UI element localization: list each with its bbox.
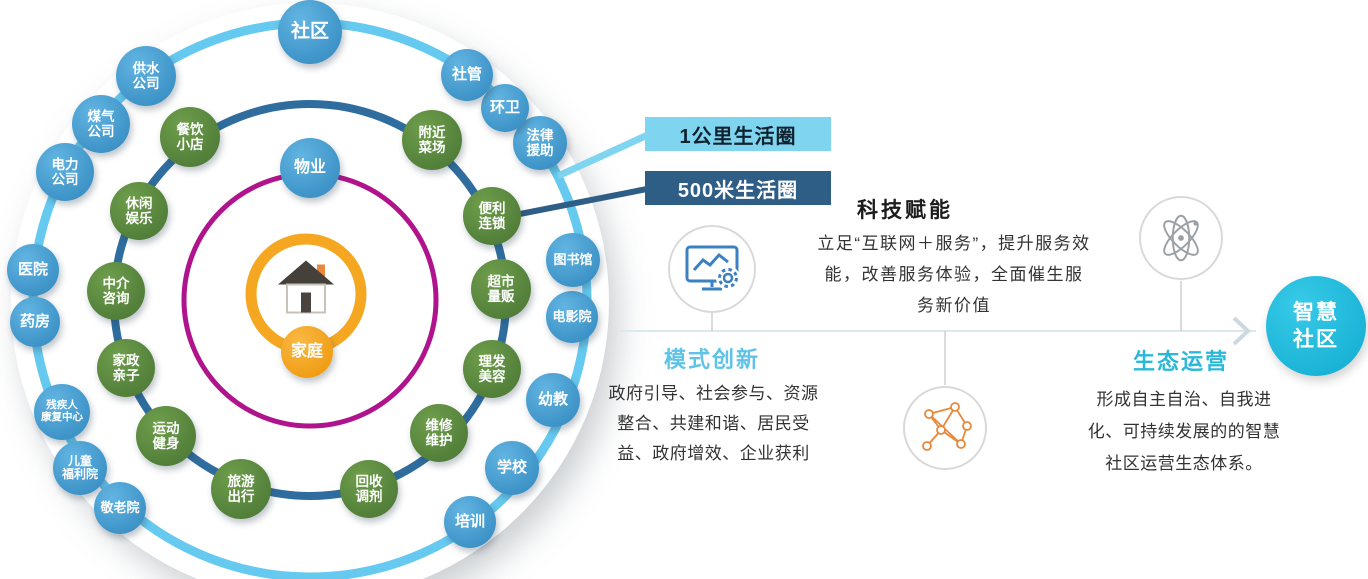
model-desc: 政府引导、社会参与、资源整合、共建和谐、居民受益、政府增效、企业获利 [608, 384, 819, 463]
neighborhood-service-node: 附近 菜场 [402, 110, 462, 170]
outer-service-node: 幼教 [526, 373, 580, 427]
neighborhood-service-node: 休闲 娱乐 [110, 182, 168, 240]
outer-service-node: 敬老院 [94, 482, 146, 534]
neighborhood-service-node: 回收 调剂 [340, 460, 398, 518]
neighborhood-service-node: 维修 维护 [410, 404, 468, 462]
neighborhood-service-node: 便利 连锁 [463, 187, 521, 245]
model-title: 模式创新 [663, 347, 760, 372]
neighborhood-service-node: 理发 美容 [463, 340, 521, 398]
neighborhood-service-node: 超市 量贩 [471, 259, 531, 319]
network-icon-circle [903, 386, 987, 470]
outer-service-node: 儿童 福利院 [53, 441, 107, 495]
tech-title: 科技赋能 [857, 199, 953, 222]
community-hub-node: 社区 [278, 0, 342, 64]
property-node: 物业 [280, 138, 340, 198]
neighborhood-service-node: 旅游 出行 [211, 459, 271, 519]
smart-community-badge: 智慧 社区 [1266, 276, 1366, 376]
outer-service-node: 医院 [7, 244, 59, 296]
eco-title: 生态运营 [1132, 349, 1229, 374]
neighborhood-service-node: 运动 健身 [136, 406, 196, 466]
outer-service-node: 煤气 公司 [72, 95, 130, 153]
house-icon [275, 260, 337, 319]
neighborhood-service-node: 餐饮 小店 [160, 107, 220, 167]
outer-service-node: 电影院 [546, 291, 598, 343]
network-icon [922, 402, 972, 451]
outer-service-node: 培训 [444, 496, 496, 548]
family-node: 家庭 [281, 326, 333, 378]
eco-desc: 形成自主自治、自我进化、可持续发展的的智慧社区运营生态体系。 [1087, 390, 1281, 473]
label-500m-circle: 500米生活圈 [645, 171, 831, 205]
outer-service-node: 学校 [485, 441, 539, 495]
monitor-chart-icon [685, 245, 740, 291]
label-1km-circle: 1公里生活圈 [645, 117, 831, 151]
tech-icon-circle [668, 225, 756, 313]
neighborhood-service-node: 中介 咨询 [87, 262, 145, 320]
outer-service-node: 药房 [10, 297, 60, 347]
tech-desc: 立足“互联网＋服务”，提升服务效能，改善服务体验，全面催生服务新价值 [817, 234, 1091, 315]
atom-icon-circle [1139, 196, 1223, 280]
outer-service-node: 供水 公司 [116, 46, 176, 106]
outer-service-node: 社管 [441, 49, 493, 101]
atom-icon [1163, 214, 1199, 262]
chevron-right-icon [1232, 316, 1251, 346]
outer-service-node: 残疾人 康复中心 [34, 384, 90, 440]
neighborhood-service-node: 家政 亲子 [97, 339, 155, 397]
outer-service-node: 图书馆 [546, 233, 600, 287]
outer-service-node: 环卫 [481, 84, 529, 132]
outer-service-node: 电力 公司 [36, 143, 94, 201]
